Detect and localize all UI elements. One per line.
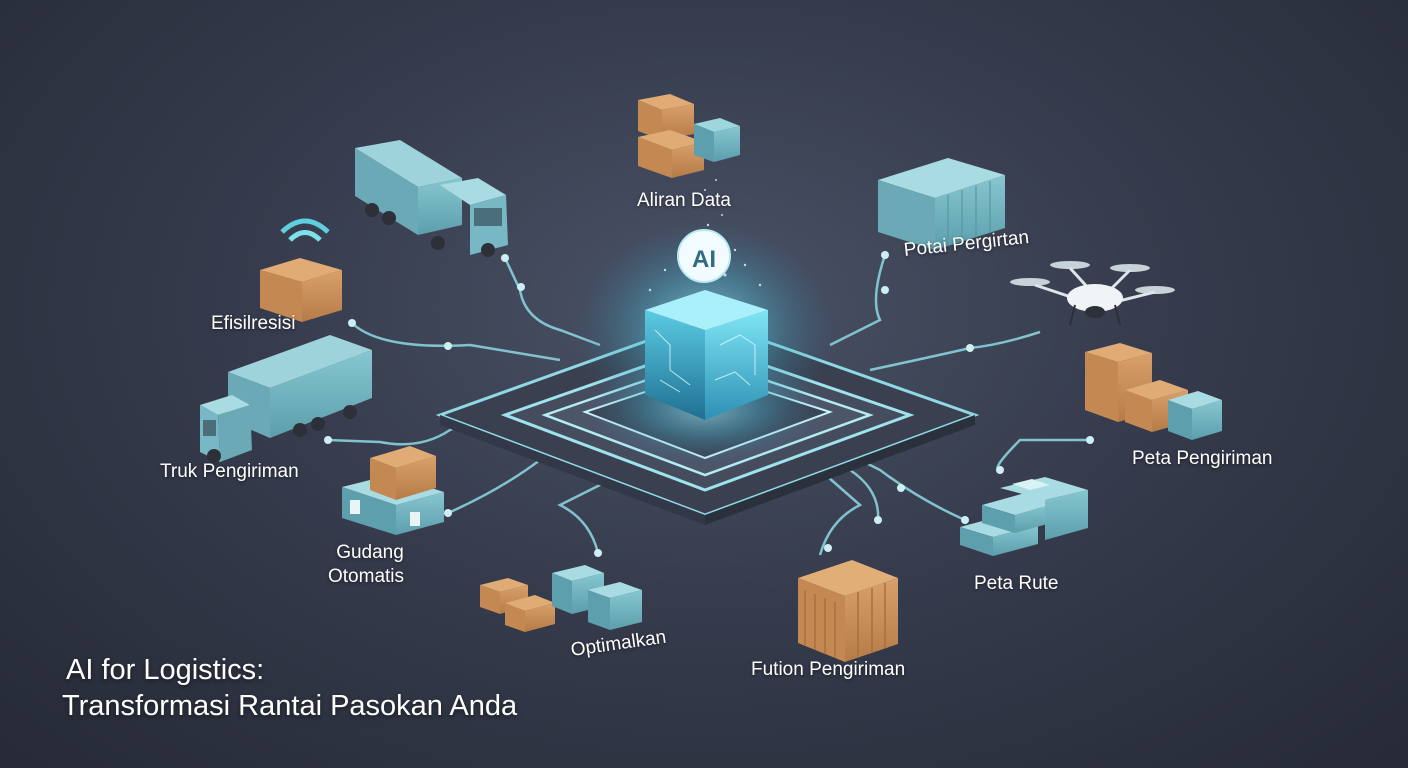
label-aliran-data: Aliran Data	[637, 190, 731, 211]
label-peta-pengiriman: Peta Pengiriman	[1132, 448, 1273, 469]
title-line1: AI for Logistics:	[66, 654, 265, 686]
label-gudang-line2: Otomatis	[328, 566, 405, 587]
label-peta-rute: Peta Rute	[974, 573, 1059, 594]
smart-box	[260, 218, 342, 322]
label-gudang-line1: Gudang	[336, 542, 404, 563]
ai-badge-text: AI	[692, 246, 716, 273]
delivery-drone	[1010, 261, 1175, 326]
ai-badge	[677, 229, 731, 283]
stacked-boxes-top	[638, 94, 740, 178]
route-map-boxes	[960, 477, 1088, 556]
label-gudang-otomatis: Gudang Otomatis	[328, 541, 404, 589]
stacked-crates-right	[1085, 343, 1222, 440]
truck-left	[200, 335, 372, 463]
page-title: AI for Logistics: Transformasi Rantai Pa…	[62, 652, 517, 724]
shipping-container	[878, 158, 1005, 250]
truck-top	[355, 140, 508, 257]
title-line2: Transformasi Rantai Pasokan Anda	[62, 690, 518, 722]
label-efisilresisi: Efisilresisi	[211, 313, 296, 334]
label-truk-pengiriman: Truk Pengiriman	[160, 461, 299, 482]
wooden-container	[798, 560, 898, 662]
connector-lines	[327, 254, 1090, 556]
connector-nodes	[324, 251, 1094, 557]
ai-core-cube: AI	[575, 179, 835, 440]
label-fution-pengiriman: Fution Pengiriman	[751, 659, 906, 680]
boxes-optimize	[480, 565, 642, 632]
automated-warehouse	[342, 446, 444, 535]
